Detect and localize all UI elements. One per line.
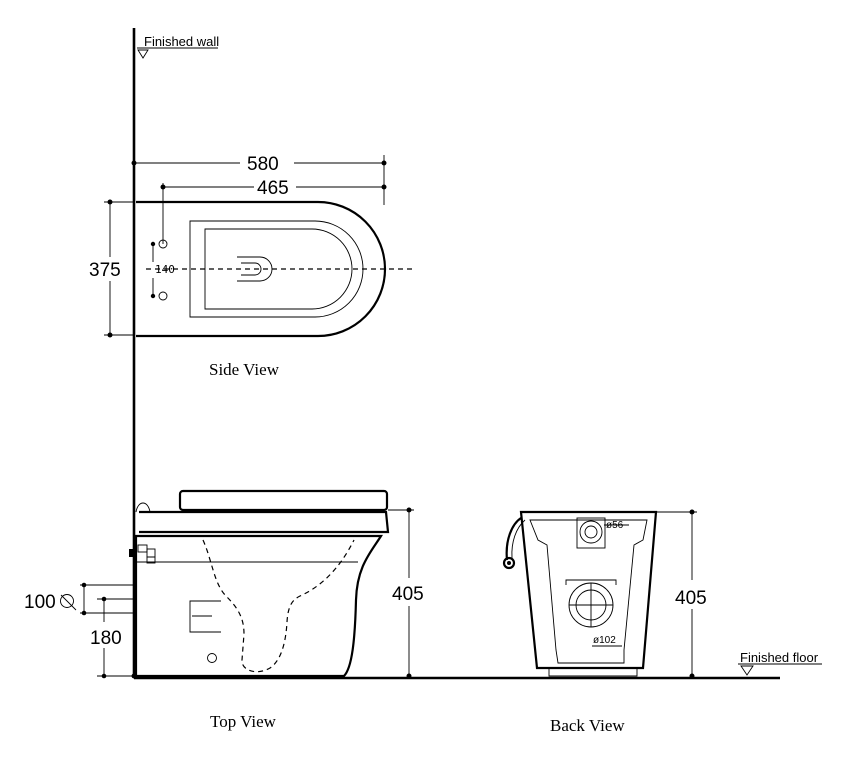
diameter-icon <box>60 594 77 611</box>
bolt-hole-top <box>158 239 168 249</box>
outlet-symbol <box>237 256 273 282</box>
inlet-fitting <box>129 544 156 564</box>
back-dimension-405-label: 405 <box>675 588 707 609</box>
dimension-100: 100 <box>24 582 134 616</box>
dimension-140-label: 140 <box>155 263 175 276</box>
outlet-diameter-label: ø102 <box>593 635 616 646</box>
back-dimension-405: 405 <box>656 509 707 679</box>
side-view-label: Side View <box>209 360 280 379</box>
seat-lid <box>178 489 389 512</box>
dimension-375: 375 <box>89 199 134 338</box>
dimension-180: 180 <box>90 596 134 679</box>
finished-floor: Finished floor <box>134 650 822 680</box>
drain-hole <box>207 653 217 663</box>
bowl-rim <box>189 220 364 318</box>
outlet-port: ø102 <box>565 579 622 647</box>
top-view-label: Top View <box>210 712 277 731</box>
dimension-465-label: 465 <box>257 178 289 199</box>
finished-wall-label: Finished wall <box>144 34 219 49</box>
dimension-465: 465 <box>160 178 387 244</box>
inlet-port: ø56 <box>576 517 629 549</box>
top-dimension-405: 405 <box>388 507 424 679</box>
dimension-580: 580 <box>131 154 387 205</box>
toilet-body <box>134 534 383 678</box>
top-view: 405 100 180 Top View <box>24 489 424 731</box>
bolt-hole-bottom <box>158 291 168 301</box>
inlet-hose <box>502 517 526 570</box>
top-dimension-405-label: 405 <box>392 584 424 605</box>
dimension-375-label: 375 <box>89 260 121 281</box>
side-view: 580 465 375 <box>89 154 412 379</box>
back-view: ø56 ø102 405 Back View <box>502 509 707 735</box>
dimension-180-label: 180 <box>90 628 122 649</box>
finished-wall: Finished wall <box>132 28 219 678</box>
wall-bracket <box>135 502 151 513</box>
dimension-580-label: 580 <box>247 154 279 175</box>
inlet-diameter-label: ø56 <box>606 520 624 531</box>
dimension-100-label: 100 <box>24 592 56 613</box>
seat-ring <box>139 510 390 534</box>
back-recess <box>529 519 648 664</box>
finished-floor-label: Finished floor <box>740 650 819 665</box>
back-view-label: Back View <box>550 716 625 735</box>
bowl-inner <box>204 228 353 310</box>
trap-path <box>202 539 355 673</box>
outlet-pipe <box>189 600 221 633</box>
